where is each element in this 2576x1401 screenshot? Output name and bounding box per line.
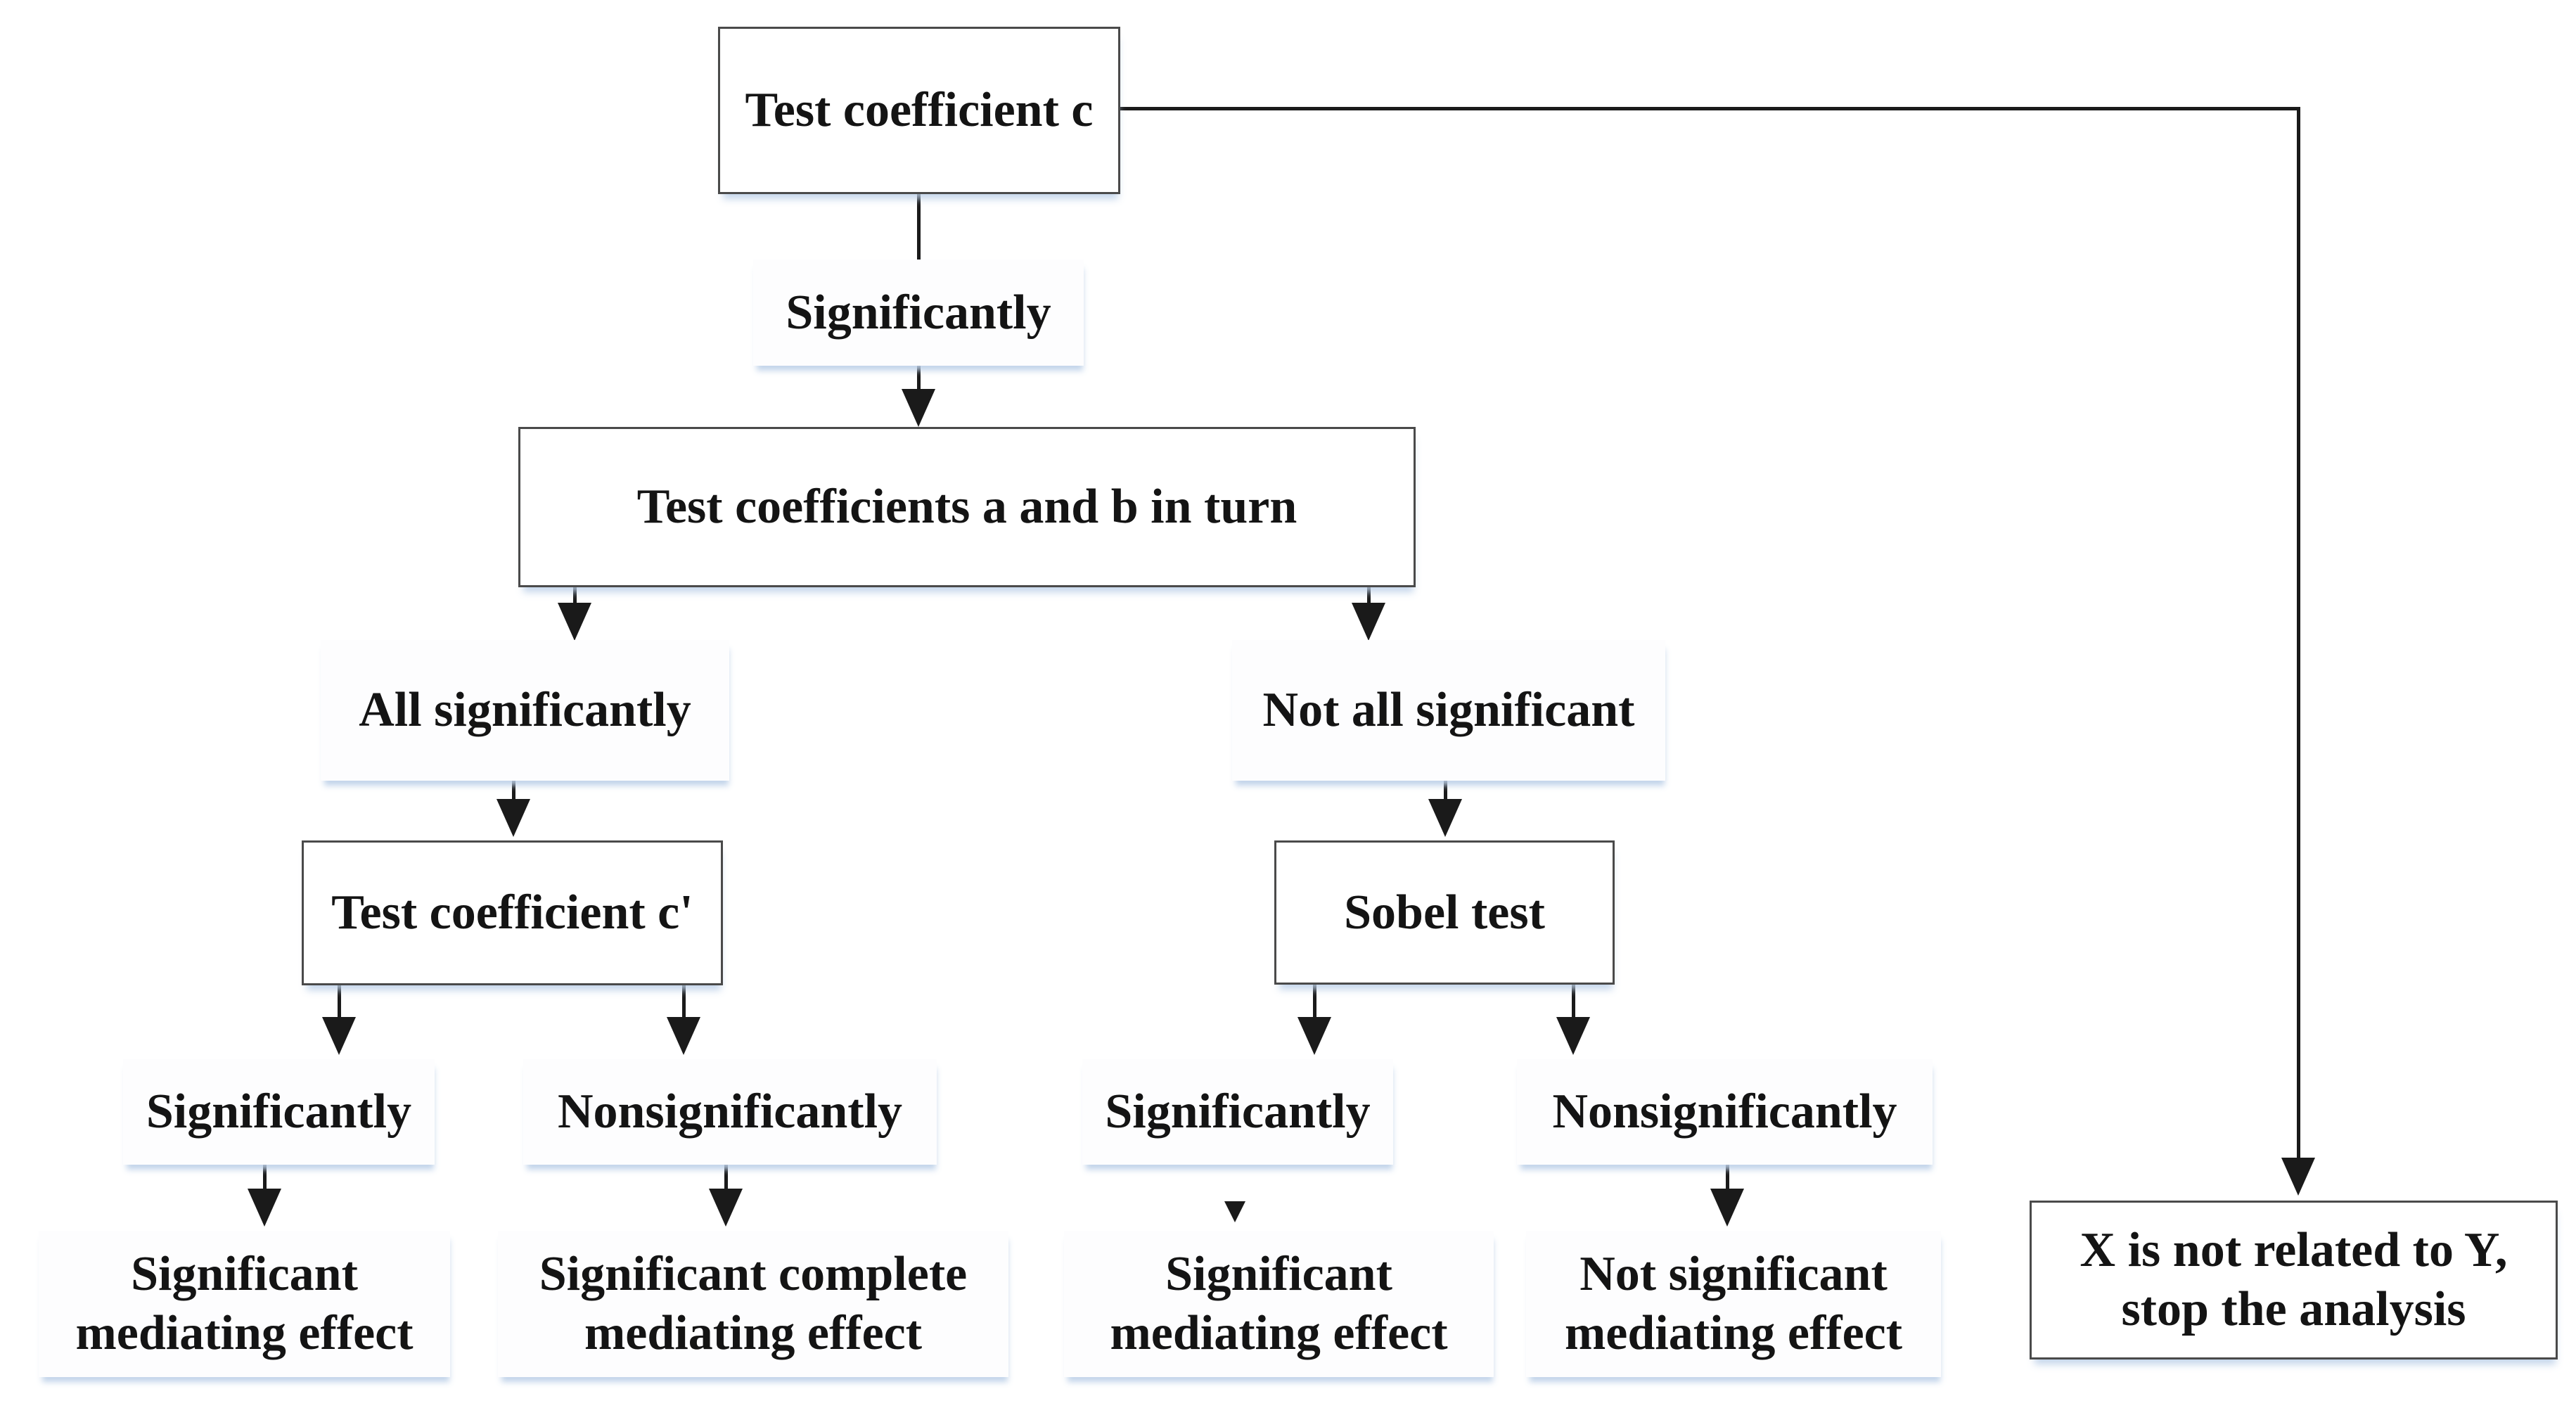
label-sobel-significantly: Significantly xyxy=(1082,1059,1393,1165)
node-test-coefficient-c-prime: Test coefficient c' xyxy=(302,840,723,985)
arrow-test-ab-to-all-significantly xyxy=(558,587,591,641)
arrow-stem xyxy=(1312,985,1316,1020)
label-c-prime-significantly: Significantly xyxy=(123,1059,435,1165)
arrowhead-icon xyxy=(1224,1201,1245,1222)
arrow-stem xyxy=(511,780,515,802)
arrow-significantly-to-significant-mediating xyxy=(248,1165,281,1227)
connector-line-horizontal xyxy=(1120,107,2300,110)
arrow-stem xyxy=(262,1165,267,1191)
arrowhead-icon xyxy=(1352,603,1385,641)
arrow-sobel-significantly-to-mediating xyxy=(1224,1201,1245,1222)
arrowhead-icon xyxy=(322,1017,356,1055)
arrow-test-c-to-stop xyxy=(2281,107,2315,1196)
node-test-coefficient-c: Test coefficient c xyxy=(718,27,1120,194)
arrow-stem xyxy=(681,985,686,1020)
arrow-stem xyxy=(1725,1165,1729,1191)
outcome-significant-mediating-effect: Significant mediating effect xyxy=(39,1231,450,1377)
label-c-prime-nonsignificantly: Nonsignificantly xyxy=(523,1059,937,1165)
arrow-sobel-to-significantly xyxy=(1297,985,1331,1055)
arrow-c-prime-to-nonsignificantly xyxy=(667,985,700,1055)
arrow-stem xyxy=(1366,587,1371,606)
arrow-stem xyxy=(572,587,577,606)
outcome-not-significant-mediating-effect: Not significant mediating effect xyxy=(1526,1231,1941,1377)
arrow-stem xyxy=(337,985,341,1020)
arrowhead-icon xyxy=(248,1189,281,1227)
arrowhead-icon xyxy=(902,389,935,427)
arrowhead-icon xyxy=(1556,1017,1590,1055)
arrowhead-icon xyxy=(1428,799,1462,837)
arrow-stem xyxy=(2296,107,2300,1160)
arrow-c-prime-to-significantly xyxy=(322,985,356,1055)
label-significantly-top: Significantly xyxy=(753,260,1084,366)
outcome-significant-complete-mediating-effect: Significant complete mediating effect xyxy=(498,1231,1008,1377)
arrow-test-ab-to-not-all-significant xyxy=(1352,587,1385,641)
arrowhead-icon xyxy=(2281,1158,2315,1196)
arrow-nonsignificantly-to-complete-mediating xyxy=(709,1165,743,1227)
arrow-all-significantly-to-test-c-prime xyxy=(496,780,530,837)
arrow-nonsignificantly-to-not-significant xyxy=(1710,1165,1744,1227)
arrowhead-icon xyxy=(709,1189,743,1227)
arrowhead-icon xyxy=(1710,1189,1744,1227)
arrow-stem xyxy=(724,1165,728,1191)
node-test-coefficients-a-and-b: Test coefficients a and b in turn xyxy=(518,427,1416,587)
arrowhead-icon xyxy=(558,603,591,641)
node-sobel-test: Sobel test xyxy=(1274,840,1615,985)
arrowhead-icon xyxy=(1297,1017,1331,1055)
arrowhead-icon xyxy=(667,1017,700,1055)
label-not-all-significant: Not all significant xyxy=(1232,640,1665,781)
arrow-stem xyxy=(1571,985,1575,1020)
label-sobel-nonsignificantly: Nonsignificantly xyxy=(1517,1059,1933,1165)
arrow-stem xyxy=(1443,780,1447,802)
arrow-not-all-significant-to-sobel xyxy=(1428,780,1462,837)
arrowhead-icon xyxy=(496,799,530,837)
arrow-sobel-to-nonsignificantly xyxy=(1556,985,1590,1055)
label-all-significantly: All significantly xyxy=(321,640,729,781)
outcome-sobel-significant-mediating-effect: Significant mediating effect xyxy=(1064,1231,1494,1377)
node-stop-analysis: X is not related to Y, stop the analysis xyxy=(2030,1201,2558,1360)
